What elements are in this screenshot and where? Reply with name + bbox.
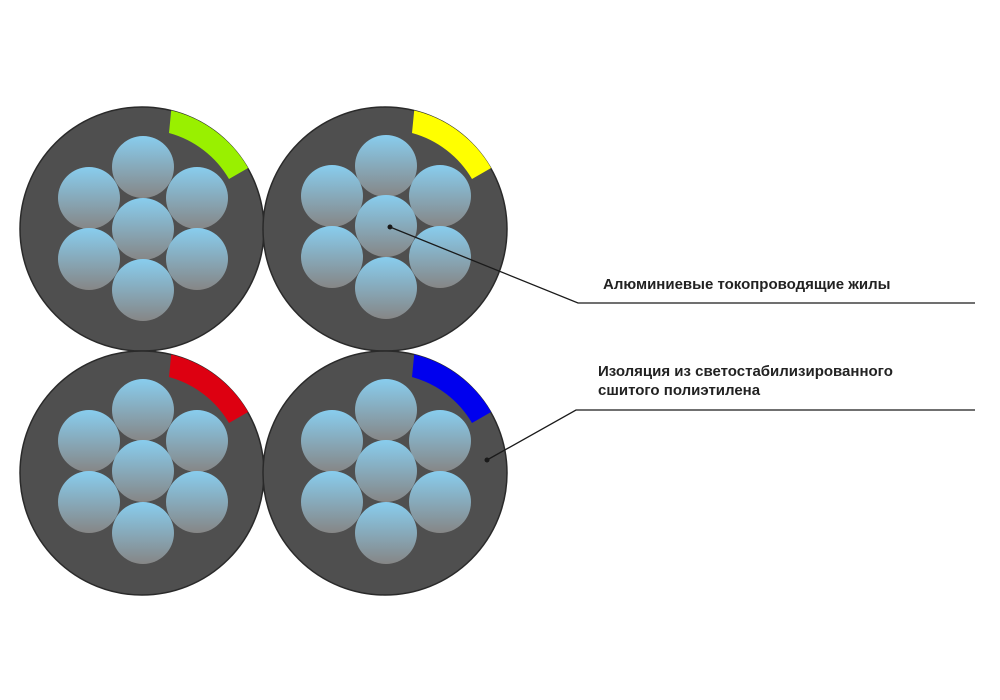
label-conductors: Алюминиевые токопроводящие жилы	[603, 276, 891, 293]
conductor-strand	[355, 135, 417, 197]
color-marker-red	[169, 354, 249, 423]
conductor-strand	[166, 167, 228, 229]
conductor-strand	[301, 471, 363, 533]
color-marker-blue	[412, 354, 492, 423]
color-marker-yellow	[412, 110, 492, 179]
conductor-strand	[58, 410, 120, 472]
label-insulation-line1: Изоляция из светостабилизированного	[598, 363, 893, 380]
conductor-strand	[355, 195, 417, 257]
conductor-strand	[58, 228, 120, 290]
conductor-strand	[112, 198, 174, 260]
leader-conductors	[387, 224, 975, 304]
conductor-strand	[58, 167, 120, 229]
cable-bottom-right	[262, 350, 508, 596]
conductor-strand	[166, 410, 228, 472]
conductor-strand	[355, 379, 417, 441]
conductor-strand	[166, 471, 228, 533]
conductor-strand	[112, 259, 174, 321]
leader-line	[486, 409, 975, 461]
conductor-strand	[166, 228, 228, 290]
conductor-strand	[301, 226, 363, 288]
conductor-strand	[409, 165, 471, 227]
cable-bottom-left	[19, 350, 265, 596]
label-insulation-line2: сшитого полиэтилена	[598, 382, 761, 399]
conductor-strand	[409, 471, 471, 533]
conductor-strand	[58, 471, 120, 533]
conductor-strand	[112, 440, 174, 502]
leader-insulation	[484, 409, 975, 463]
conductor-strand	[409, 410, 471, 472]
conductor-strand	[112, 136, 174, 198]
color-marker-green	[169, 110, 249, 179]
conductor-strand	[355, 440, 417, 502]
conductor-strand	[355, 257, 417, 319]
conductor-strand	[112, 379, 174, 441]
conductor-strand	[355, 502, 417, 564]
cable-top-left	[19, 106, 265, 352]
conductor-strand	[409, 226, 471, 288]
conductor-strand	[301, 165, 363, 227]
leader-line	[389, 226, 975, 304]
cable-top-right	[262, 106, 508, 352]
conductor-strand	[112, 502, 174, 564]
label-insulation: Изоляция из светостабилизированного сшит…	[598, 362, 893, 400]
conductor-strand	[301, 410, 363, 472]
